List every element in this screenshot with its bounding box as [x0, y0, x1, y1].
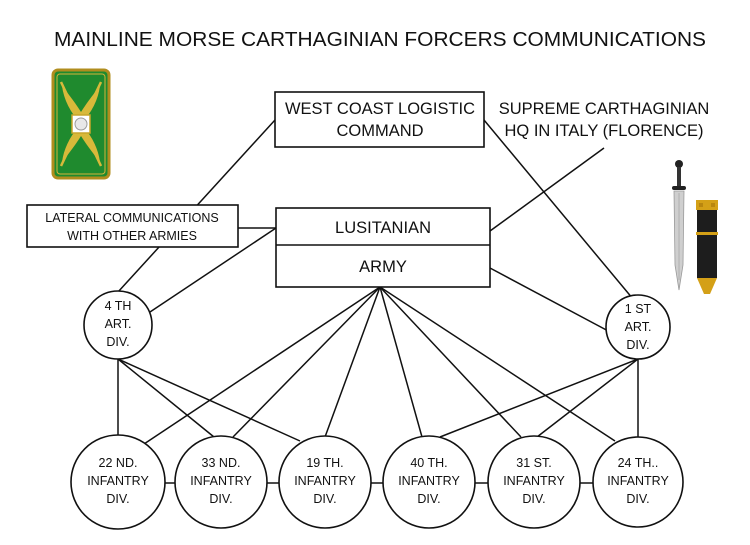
inf-31st-line2: INFANTRY: [503, 474, 565, 488]
art-1st-line2: ART.: [625, 320, 652, 334]
infantry-div-40th: 40 TH. INFANTRY DIV.: [382, 435, 476, 529]
supreme-hq-label: SUPREME CARTHAGINIAN HQ IN ITALY (FLOREN…: [499, 100, 710, 140]
infantry-div-24th: 24 TH.. INFANTRY DIV.: [592, 436, 684, 528]
edge-army-22nd: [143, 286, 381, 445]
infantry-div-33rd: 33 ND. INFANTRY DIV.: [174, 435, 268, 529]
edge-army-24th: [379, 286, 616, 442]
inf-22nd-line3: DIV.: [106, 492, 129, 506]
edge-4th-art-19th: [117, 358, 301, 442]
inf-40th-line3: DIV.: [417, 492, 440, 506]
art-1st-line1: 1 ST: [625, 302, 652, 316]
inf-33rd-line2: INFANTRY: [190, 474, 252, 488]
edge-army-4th-art: [149, 227, 277, 313]
art-div-4th: 4 TH ART. DIV.: [83, 290, 153, 360]
edge-westcoast-1st-art: [483, 119, 639, 306]
edge-army-33rd: [232, 286, 381, 438]
art-1st-line3: DIV.: [626, 338, 649, 352]
art-div-1st: 1 ST ART. DIV.: [605, 294, 671, 360]
infantry-div-19th: 19 TH. INFANTRY DIV.: [278, 435, 372, 529]
army-label-bottom: ARMY: [359, 258, 407, 276]
west-coast-label-line2: COMMAND: [336, 122, 423, 140]
inf-33rd-line3: DIV.: [209, 492, 232, 506]
inf-31st-line3: DIV.: [522, 492, 545, 506]
art-4th-line1: 4 TH: [105, 299, 132, 313]
lateral-label-line1: LATERAL COMMUNICATIONS: [45, 211, 218, 225]
inf-19th-line1: 19 TH.: [306, 456, 343, 470]
inf-40th-line1: 40 TH.: [410, 456, 447, 470]
scabbard-icon: [696, 200, 718, 294]
art-4th-line2: ART.: [105, 317, 132, 331]
infantry-div-22nd: 22 ND. INFANTRY DIV.: [70, 434, 166, 530]
edge-army-40th: [379, 286, 423, 438]
hq-label-line2: HQ IN ITALY (FLORENCE): [505, 122, 704, 140]
edge-1st-art-40th: [439, 358, 639, 438]
shield-icon: [51, 68, 111, 180]
inf-24th-line1: 24 TH..: [618, 456, 659, 470]
art-4th-line3: DIV.: [106, 335, 129, 349]
connections: [117, 119, 639, 484]
west-coast-logistic-command: WEST COAST LOGISTIC COMMAND: [274, 91, 485, 148]
lateral-communications-box: LATERAL COMMUNICATIONS WITH OTHER ARMIES: [26, 204, 239, 248]
inf-31st-line1: 31 ST.: [516, 456, 551, 470]
diagram-title: MAINLINE MORSE CARTHAGINIAN FORCERS COMM…: [54, 28, 706, 51]
army-label-top: LUSITANIAN: [335, 219, 431, 237]
edge-army-19th: [324, 286, 381, 438]
inf-24th-line3: DIV.: [626, 492, 649, 506]
inf-19th-line3: DIV.: [313, 492, 336, 506]
lateral-label-line2: WITH OTHER ARMIES: [67, 229, 197, 243]
west-coast-label-line1: WEST COAST LOGISTIC: [285, 100, 475, 118]
inf-40th-line2: INFANTRY: [398, 474, 460, 488]
infantry-div-31st: 31 ST. INFANTRY DIV.: [487, 435, 581, 529]
edge-army-31st: [379, 286, 522, 438]
inf-22nd-line2: INFANTRY: [87, 474, 149, 488]
edge-4th-art-33rd: [117, 358, 215, 438]
inf-19th-line2: INFANTRY: [294, 474, 356, 488]
inf-24th-line2: INFANTRY: [607, 474, 669, 488]
edge-hq-army: [489, 147, 605, 232]
edge-army-1st-art: [489, 267, 613, 334]
sword-icon: [672, 160, 686, 291]
edge-1st-art-31st: [536, 358, 639, 438]
lusitanian-army-box: LUSITANIAN ARMY: [275, 207, 491, 288]
inf-22nd-line1: 22 ND.: [99, 456, 138, 470]
hq-label-line1: SUPREME CARTHAGINIAN: [499, 100, 710, 118]
inf-33rd-line1: 33 ND.: [202, 456, 241, 470]
